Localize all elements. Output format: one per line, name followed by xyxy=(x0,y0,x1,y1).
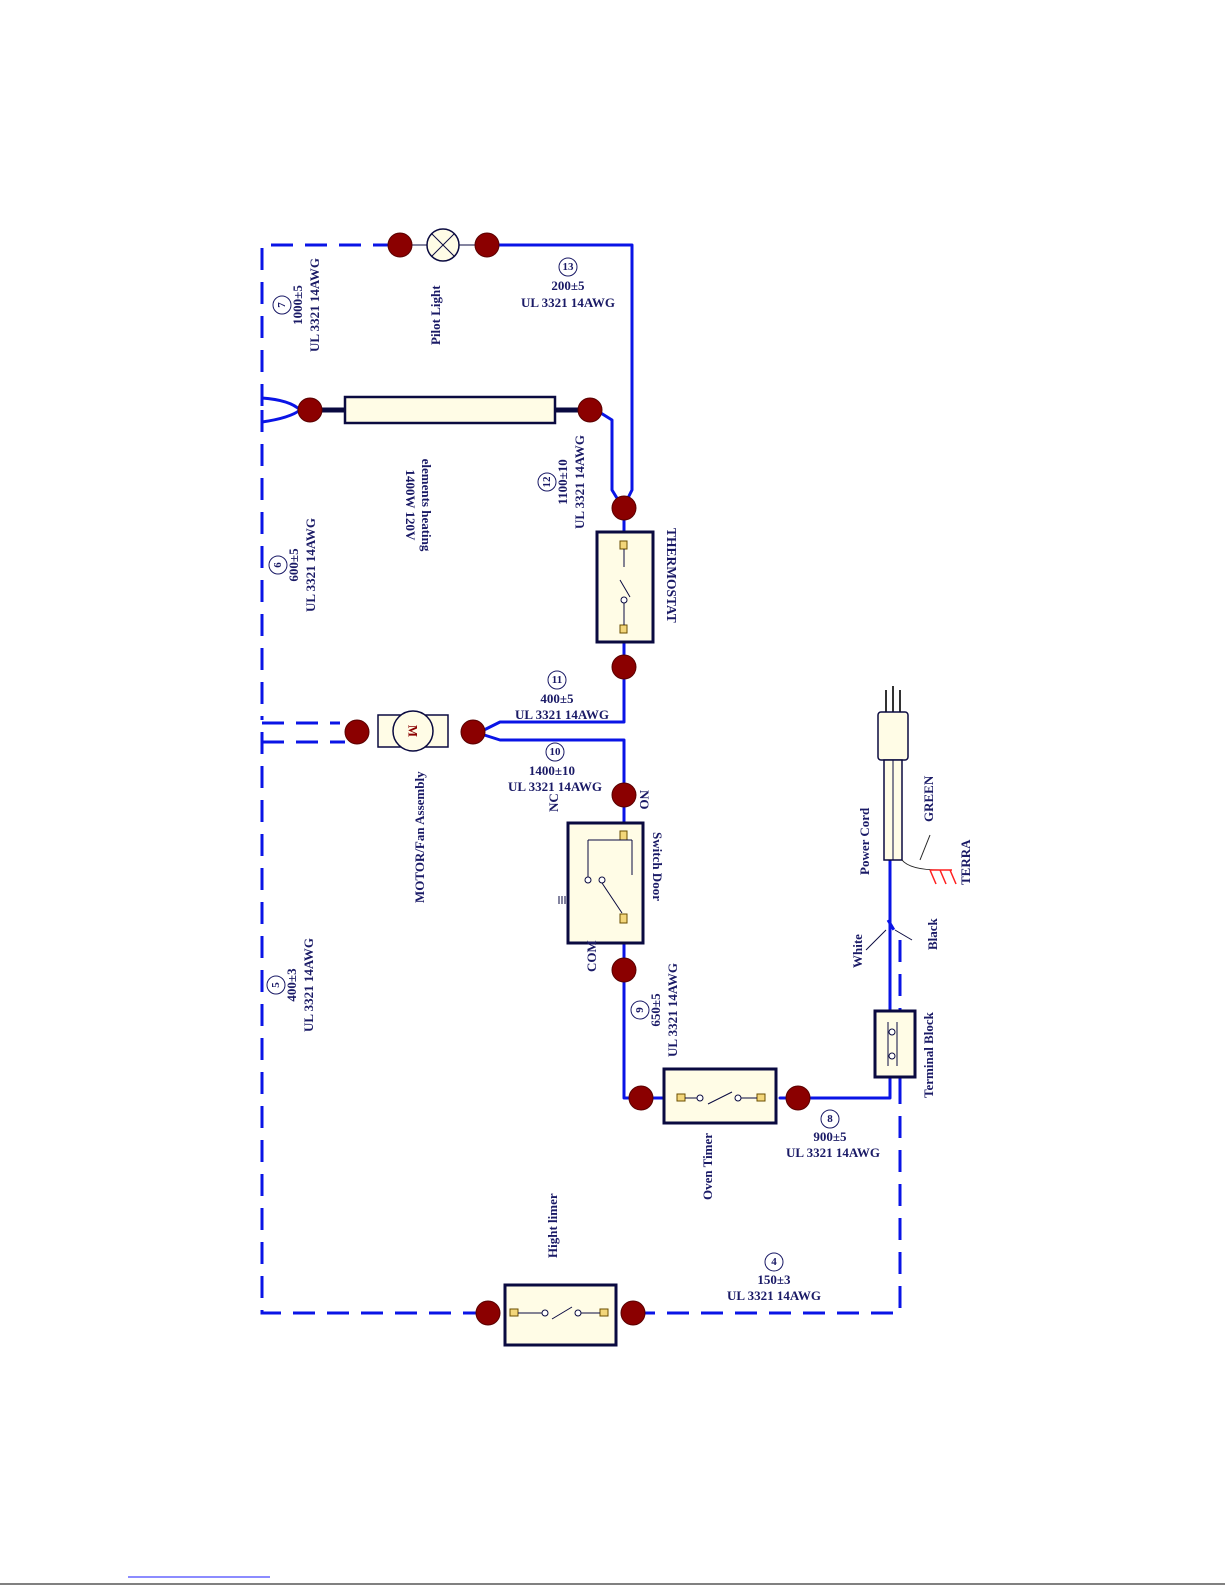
motor xyxy=(377,710,449,752)
wire-11-len: 400±5 xyxy=(540,691,574,706)
wire-5 xyxy=(260,732,488,1315)
wire-7-len: 1000±5 xyxy=(290,285,305,325)
switch-com-label: COM xyxy=(584,940,599,972)
wire-11-spec: UL 3321 14AWG xyxy=(515,707,609,722)
black-pointer xyxy=(894,929,913,941)
heating-element xyxy=(318,395,580,425)
wire-6-label: 6 600±5 UL 3321 14AWG xyxy=(268,518,318,612)
wire-8-num: 8 xyxy=(827,1113,833,1125)
pilot-light xyxy=(410,228,476,262)
wire-7-num: 7 xyxy=(276,302,288,308)
wire-9 xyxy=(622,970,682,1100)
wire-12-len: 1100±10 xyxy=(555,459,570,504)
white-pointer xyxy=(865,929,887,951)
terminal-motor-left xyxy=(344,719,370,745)
wire-12-spec: UL 3321 14AWG xyxy=(572,435,587,529)
wire-7-spec: UL 3321 14AWG xyxy=(307,258,322,352)
wire-13-label: 13 200±5 UL 3321 14AWG xyxy=(521,257,615,310)
terminal-block xyxy=(873,1009,917,1079)
wire-8-spec: UL 3321 14AWG xyxy=(786,1145,880,1160)
wire-10-num: 10 xyxy=(550,746,562,758)
terminal-timer-right xyxy=(785,1085,811,1111)
terminal-switch-no xyxy=(611,782,637,808)
oven-timer xyxy=(662,1067,778,1125)
thermostat-label: THERMOSTAT xyxy=(664,528,679,623)
wire-12-label: 12 1100±10 UL 3321 14AWG xyxy=(537,435,587,529)
wire-6-len: 600±5 xyxy=(286,548,301,582)
terminal-motor-right xyxy=(460,719,486,745)
white-label: White xyxy=(850,934,865,968)
wire-4-label: 4 150±3 UL 3321 14AWG xyxy=(727,1252,821,1303)
hight-limer xyxy=(503,1283,618,1347)
wire-5-spec: UL 3321 14AWG xyxy=(301,938,316,1032)
black-label: Black xyxy=(925,917,940,950)
wire-5-num: 5 xyxy=(270,982,282,988)
element-left-lead xyxy=(260,396,302,424)
green-label: GREEN xyxy=(921,775,936,822)
wire-10-len: 1400±10 xyxy=(529,763,575,778)
terminal-pilot-right xyxy=(474,232,500,258)
wire-8-len: 900±5 xyxy=(813,1129,847,1144)
wire-4-len: 150±3 xyxy=(757,1272,791,1287)
wire-13-num: 13 xyxy=(563,261,575,273)
power-cord-plug xyxy=(877,686,909,861)
wire-11 xyxy=(476,665,626,735)
wire-4-spec: UL 3321 14AWG xyxy=(727,1288,821,1303)
pilot-light-label: Pilot Light xyxy=(428,285,443,345)
terminal-thermostat-bottom xyxy=(611,654,637,680)
ground-lead xyxy=(901,834,957,885)
heating-label-line1: elements heating xyxy=(419,459,434,552)
wire-10-spec: UL 3321 14AWG xyxy=(508,779,602,794)
terra-label: TERRA xyxy=(958,839,973,885)
wire-10-label: 10 1400±10 UL 3321 14AWG xyxy=(508,742,602,794)
wire-8-label: 8 900±5 UL 3321 14AWG xyxy=(786,1109,880,1160)
wire-9-spec: UL 3321 14AWG xyxy=(665,963,680,1057)
terminal-switch-com xyxy=(611,957,637,983)
switch-no-label: NO xyxy=(637,790,652,810)
thermostat xyxy=(595,530,655,644)
terminal-element-left xyxy=(297,397,323,423)
wire-4-num: 4 xyxy=(771,1256,777,1268)
wire-9-num: 9 xyxy=(634,1007,646,1013)
wire-9-label: 9 650±5 UL 3321 14AWG xyxy=(630,963,680,1057)
wire-6-spec: UL 3321 14AWG xyxy=(303,518,318,612)
wire-7 xyxy=(260,243,395,410)
switch-door-label: Switch Door xyxy=(650,832,665,901)
wire-12-num: 12 xyxy=(541,476,553,488)
terminal-thermostat-top xyxy=(611,495,637,521)
terminal-block-label: Terminal Block xyxy=(921,1011,936,1098)
oven-timer-label: Oven Timer xyxy=(700,1133,715,1200)
wire-10 xyxy=(476,731,626,797)
switch-door xyxy=(558,821,645,945)
terminal-timer-left xyxy=(628,1085,654,1111)
wire-5-len: 400±3 xyxy=(284,968,299,1002)
heating-element-label: elements heating 1400W 120V xyxy=(403,459,434,552)
terminal-limer-right xyxy=(620,1300,646,1326)
terminal-limer-left xyxy=(475,1300,501,1326)
terminals xyxy=(297,232,811,1326)
wire-6-num: 6 xyxy=(272,562,284,568)
motor-label: MOTOR/Fan Assembly xyxy=(412,771,427,903)
wire-11-num: 11 xyxy=(552,674,562,686)
wire-12 xyxy=(594,408,625,510)
wire-13-spec: UL 3321 14AWG xyxy=(521,295,615,310)
terminal-element-right xyxy=(577,397,603,423)
wire-7-label: 7 1000±5 UL 3321 14AWG xyxy=(272,258,322,352)
wire-13-len: 200±5 xyxy=(551,278,585,293)
switch-nc-label: NC xyxy=(546,793,561,812)
heating-label-line2: 1400W 120V xyxy=(403,470,418,542)
wire-5-label: 5 400±3 UL 3321 14AWG xyxy=(266,938,316,1032)
wire-4 xyxy=(633,1098,902,1315)
hight-limer-label: Hight limer xyxy=(545,1193,560,1258)
wire-9-len: 650±5 xyxy=(648,993,663,1027)
wire-11-label: 11 400±5 UL 3321 14AWG xyxy=(515,670,609,722)
power-cord-label: Power Cord xyxy=(857,807,872,875)
motor-symbol: M xyxy=(406,725,421,737)
terminal-pilot-left xyxy=(387,232,413,258)
